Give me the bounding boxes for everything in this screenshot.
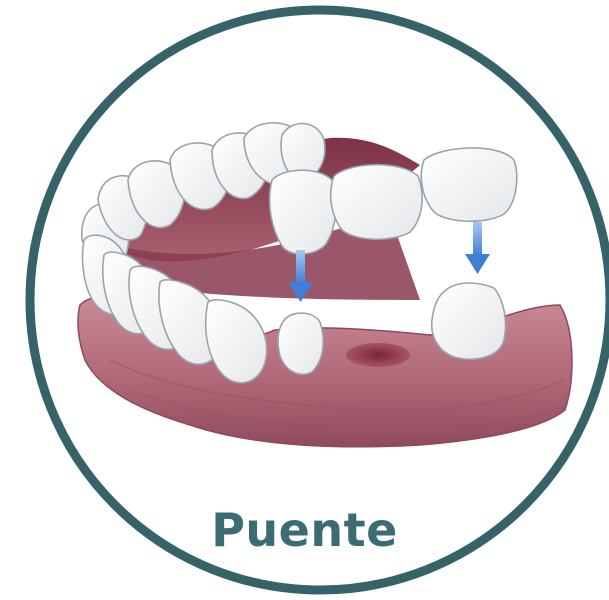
bridge-crown-right [421, 148, 517, 221]
diagram-title: Puente [0, 500, 609, 560]
abutment-left [278, 313, 323, 374]
gum-socket [346, 343, 410, 367]
abutment-right [432, 283, 506, 359]
bridge-crown-left [270, 170, 337, 254]
bridge-pontic [331, 165, 422, 240]
